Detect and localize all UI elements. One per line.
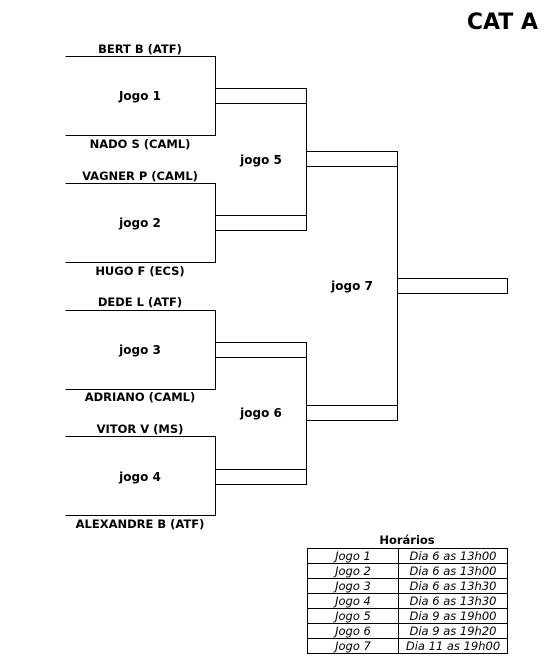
game-label-7: jogo 7: [331, 279, 373, 293]
schedule-game: Jogo 5: [307, 608, 399, 624]
schedule-time: Dia 6 as 13h30: [398, 593, 508, 609]
schedule-row: Jogo 3 Dia 6 as 13h30: [307, 578, 508, 594]
winner-box-jogo-3: [215, 342, 307, 358]
player-2: NADO S (CAML): [89, 137, 191, 151]
schedule-time: Dia 6 as 13h30: [398, 578, 508, 594]
category-title: CAT A: [466, 10, 538, 35]
winner-box-jogo-7: [397, 278, 508, 294]
player-4: HUGO F (ECS): [95, 264, 185, 278]
schedule-row: Jogo 1 Dia 6 as 13h00: [307, 548, 508, 564]
schedule-time: Dia 6 as 13h00: [398, 563, 508, 579]
winner-box-jogo-5: [306, 151, 398, 167]
schedule-table: Jogo 1 Dia 6 as 13h00 Jogo 2 Dia 6 as 13…: [307, 548, 508, 654]
schedule-time: Dia 9 as 19h00: [398, 608, 508, 624]
player-3: VAGNER P (CAML): [82, 169, 198, 183]
player-8: ALEXANDRE B (ATF): [75, 517, 205, 531]
schedule-time: Dia 11 as 19h00: [398, 638, 508, 654]
schedule-time: Dia 9 as 19h20: [398, 623, 508, 639]
player-1: BERT B (ATF): [98, 42, 182, 56]
game-label-2: jogo 2: [119, 216, 161, 230]
schedule-row: Jogo 5 Dia 9 as 19h00: [307, 608, 508, 624]
schedule-game: Jogo 6: [307, 623, 399, 639]
player-5: DEDE L (ATF): [97, 295, 183, 309]
schedule-title: Horários: [379, 533, 435, 547]
schedule-game: Jogo 3: [307, 578, 399, 594]
schedule-row: Jogo 4 Dia 6 as 13h30: [307, 593, 508, 609]
winner-box-jogo-1: [215, 88, 307, 104]
schedule-row: Jogo 7 Dia 11 as 19h00: [307, 638, 508, 654]
schedule-row: Jogo 2 Dia 6 as 13h00: [307, 563, 508, 579]
player-6: ADRIANO (CAML): [84, 390, 196, 404]
schedule-time: Dia 6 as 13h00: [398, 548, 508, 564]
schedule-row: Jogo 6 Dia 9 as 19h20: [307, 623, 508, 639]
game-label-6: jogo 6: [240, 406, 282, 420]
schedule-game: Jogo 7: [307, 638, 399, 654]
schedule-game: Jogo 2: [307, 563, 399, 579]
game-label-4: jogo 4: [119, 470, 161, 484]
winner-box-jogo-6: [306, 405, 398, 421]
schedule-game: Jogo 4: [307, 593, 399, 609]
game-label-5: jogo 5: [240, 153, 282, 167]
winner-box-jogo-4: [215, 469, 307, 485]
player-7: VITOR V (MS): [96, 422, 184, 436]
game-label-1: Jogo 1: [118, 89, 162, 103]
schedule-game: Jogo 1: [307, 548, 399, 564]
game-label-3: jogo 3: [119, 343, 161, 357]
winner-box-jogo-2: [215, 215, 307, 231]
